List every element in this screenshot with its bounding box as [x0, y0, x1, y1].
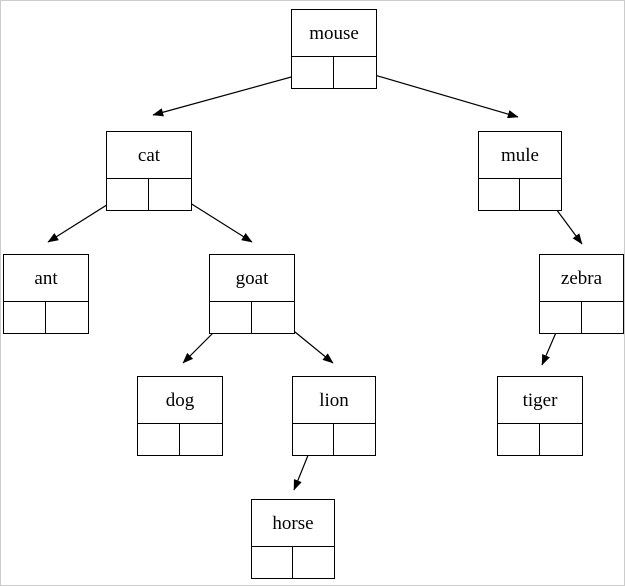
left-pointer-cell-lion[interactable] [293, 424, 334, 455]
node-pointers-mouse [292, 57, 376, 88]
node-pointers-zebra [540, 302, 623, 333]
tree-node-goat[interactable]: goat [209, 254, 295, 334]
left-pointer-cell-cat[interactable] [107, 179, 149, 210]
right-pointer-cell-goat[interactable] [252, 302, 294, 333]
right-pointer-cell-ant[interactable] [46, 302, 88, 333]
node-pointers-lion [293, 424, 375, 455]
tree-node-cat[interactable]: cat [106, 131, 192, 211]
right-pointer-cell-tiger[interactable] [540, 424, 582, 455]
node-pointers-goat [210, 302, 294, 333]
left-pointer-cell-dog[interactable] [138, 424, 180, 455]
right-pointer-cell-mule[interactable] [520, 179, 561, 210]
left-pointer-cell-horse[interactable] [252, 547, 293, 578]
right-pointer-cell-mouse[interactable] [334, 57, 376, 88]
node-pointers-ant [4, 302, 88, 333]
tree-node-tiger[interactable]: tiger [497, 376, 583, 456]
tree-node-mule[interactable]: mule [478, 131, 562, 211]
edge-mouse-to-mule [353, 68, 519, 119]
tree-node-mouse[interactable]: mouse [291, 9, 377, 89]
left-pointer-cell-ant[interactable] [4, 302, 46, 333]
node-label-tiger: tiger [498, 377, 582, 424]
right-pointer-cell-cat[interactable] [149, 179, 191, 210]
right-pointer-cell-zebra[interactable] [582, 302, 624, 333]
left-pointer-cell-mule[interactable] [479, 179, 520, 210]
node-label-goat: goat [210, 255, 294, 302]
left-pointer-cell-mouse[interactable] [292, 57, 334, 88]
node-label-mouse: mouse [292, 10, 376, 57]
node-label-dog: dog [138, 377, 222, 424]
tree-node-zebra[interactable]: zebra [539, 254, 624, 334]
node-pointers-horse [252, 547, 334, 578]
left-pointer-cell-goat[interactable] [210, 302, 252, 333]
node-pointers-dog [138, 424, 222, 455]
right-pointer-cell-lion[interactable] [334, 424, 375, 455]
node-pointers-tiger [498, 424, 582, 455]
left-pointer-cell-tiger[interactable] [498, 424, 540, 455]
right-pointer-cell-dog[interactable] [180, 424, 222, 455]
node-pointers-cat [107, 179, 191, 210]
node-pointers-mule [479, 179, 561, 210]
node-label-cat: cat [107, 132, 191, 179]
tree-node-ant[interactable]: ant [3, 254, 89, 334]
right-pointer-cell-horse[interactable] [293, 547, 334, 578]
edge-mouse-to-cat [152, 70, 314, 117]
node-label-zebra: zebra [540, 255, 623, 302]
node-label-lion: lion [293, 377, 375, 424]
node-label-horse: horse [252, 500, 334, 547]
tree-node-dog[interactable]: dog [137, 376, 223, 456]
left-pointer-cell-zebra[interactable] [540, 302, 582, 333]
tree-node-horse[interactable]: horse [251, 499, 335, 579]
node-label-ant: ant [4, 255, 88, 302]
tree-node-lion[interactable]: lion [292, 376, 376, 456]
node-label-mule: mule [479, 132, 561, 179]
